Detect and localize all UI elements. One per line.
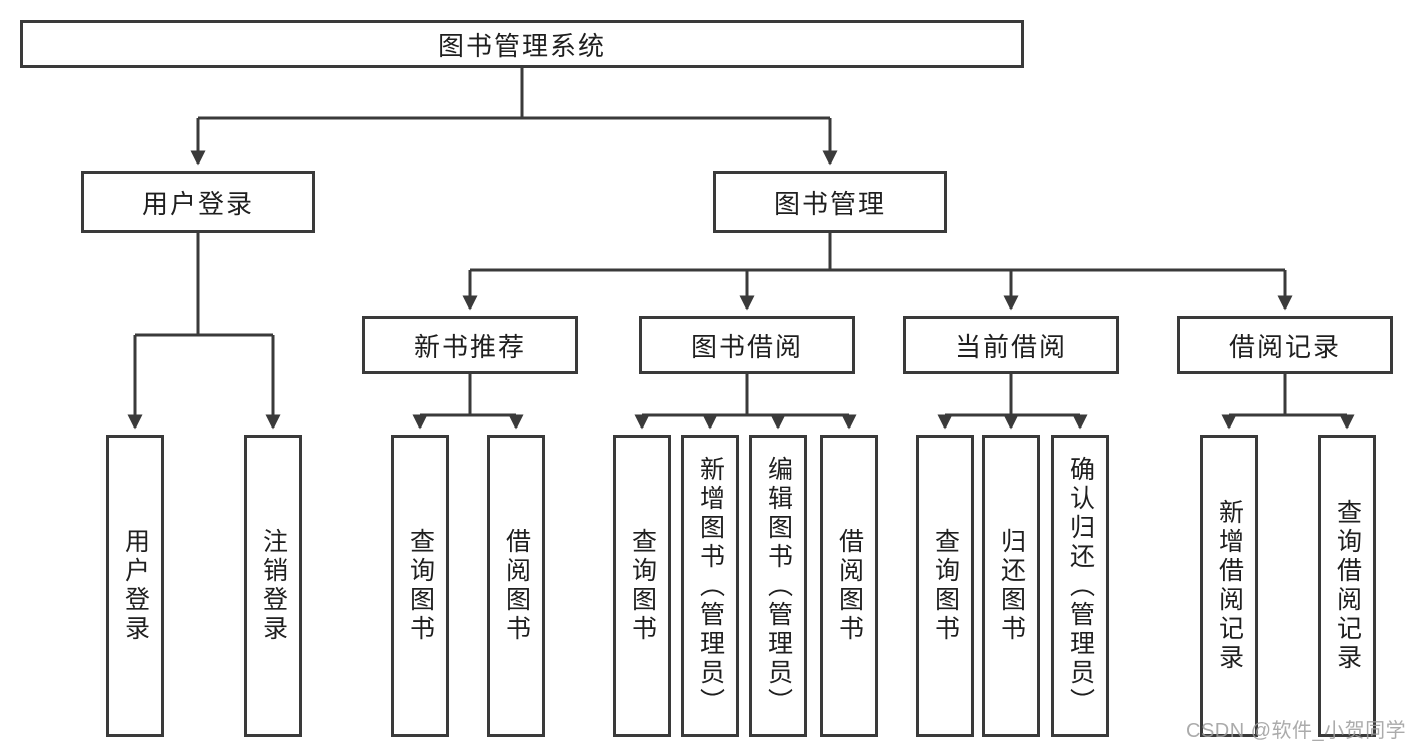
leaf-edit-book-admin-label: 编辑图书（管理员） (764, 455, 793, 717)
node-borrow-records: 借阅记录 (1177, 316, 1393, 374)
leaf-query-books-2-label: 查询图书 (628, 528, 657, 644)
leaf-user-login-label: 用户登录 (121, 528, 150, 644)
leaf-user-login: 用户登录 (106, 435, 164, 737)
node-library-system: 图书管理系统 (20, 20, 1024, 68)
leaf-logout: 注销登录 (244, 435, 302, 737)
node-library-system-label: 图书管理系统 (437, 30, 606, 61)
node-book-borrow-label: 图书借阅 (690, 331, 803, 362)
leaf-edit-book-admin: 编辑图书（管理员） (749, 435, 807, 737)
leaf-return-book-label: 归还图书 (997, 528, 1026, 644)
node-user-login: 用户登录 (81, 171, 315, 233)
leaf-logout-label: 注销登录 (259, 528, 288, 644)
leaf-query-books-1: 查询图书 (391, 435, 449, 737)
leaf-add-book-admin-label: 新增图书（管理员） (696, 455, 725, 717)
node-book-management: 图书管理 (713, 171, 947, 233)
node-borrow-records-label: 借阅记录 (1228, 331, 1341, 362)
leaf-query-books-3-label: 查询图书 (931, 528, 960, 644)
leaf-return-book: 归还图书 (982, 435, 1040, 737)
leaf-confirm-return-admin: 确认归还（管理员） (1051, 435, 1109, 737)
leaf-query-books-2: 查询图书 (613, 435, 671, 737)
node-new-book-recommend-label: 新书推荐 (413, 331, 526, 362)
node-book-borrow: 图书借阅 (639, 316, 855, 374)
node-current-borrow: 当前借阅 (903, 316, 1119, 374)
node-book-management-label: 图书管理 (773, 188, 886, 219)
node-current-borrow-label: 当前借阅 (954, 331, 1067, 362)
leaf-borrow-books-2: 借阅图书 (820, 435, 878, 737)
leaf-borrow-books-2-label: 借阅图书 (835, 528, 864, 644)
leaf-add-borrow-record: 新增借阅记录 (1200, 435, 1258, 737)
leaf-query-books-3: 查询图书 (916, 435, 974, 737)
leaf-add-book-admin: 新增图书（管理员） (681, 435, 739, 737)
leaf-borrow-books-1-label: 借阅图书 (502, 528, 531, 644)
leaf-query-borrow-record: 查询借阅记录 (1318, 435, 1376, 737)
leaf-query-borrow-record-label: 查询借阅记录 (1333, 499, 1362, 673)
leaf-borrow-books-1: 借阅图书 (487, 435, 545, 737)
node-new-book-recommend: 新书推荐 (362, 316, 578, 374)
node-user-login-label: 用户登录 (141, 188, 254, 219)
csdn-watermark: CSDN @软件_小贺同学 (1186, 720, 1405, 742)
leaf-confirm-return-admin-label: 确认归还（管理员） (1066, 455, 1095, 717)
leaf-add-borrow-record-label: 新增借阅记录 (1215, 499, 1244, 673)
leaf-query-books-1-label: 查询图书 (406, 528, 435, 644)
